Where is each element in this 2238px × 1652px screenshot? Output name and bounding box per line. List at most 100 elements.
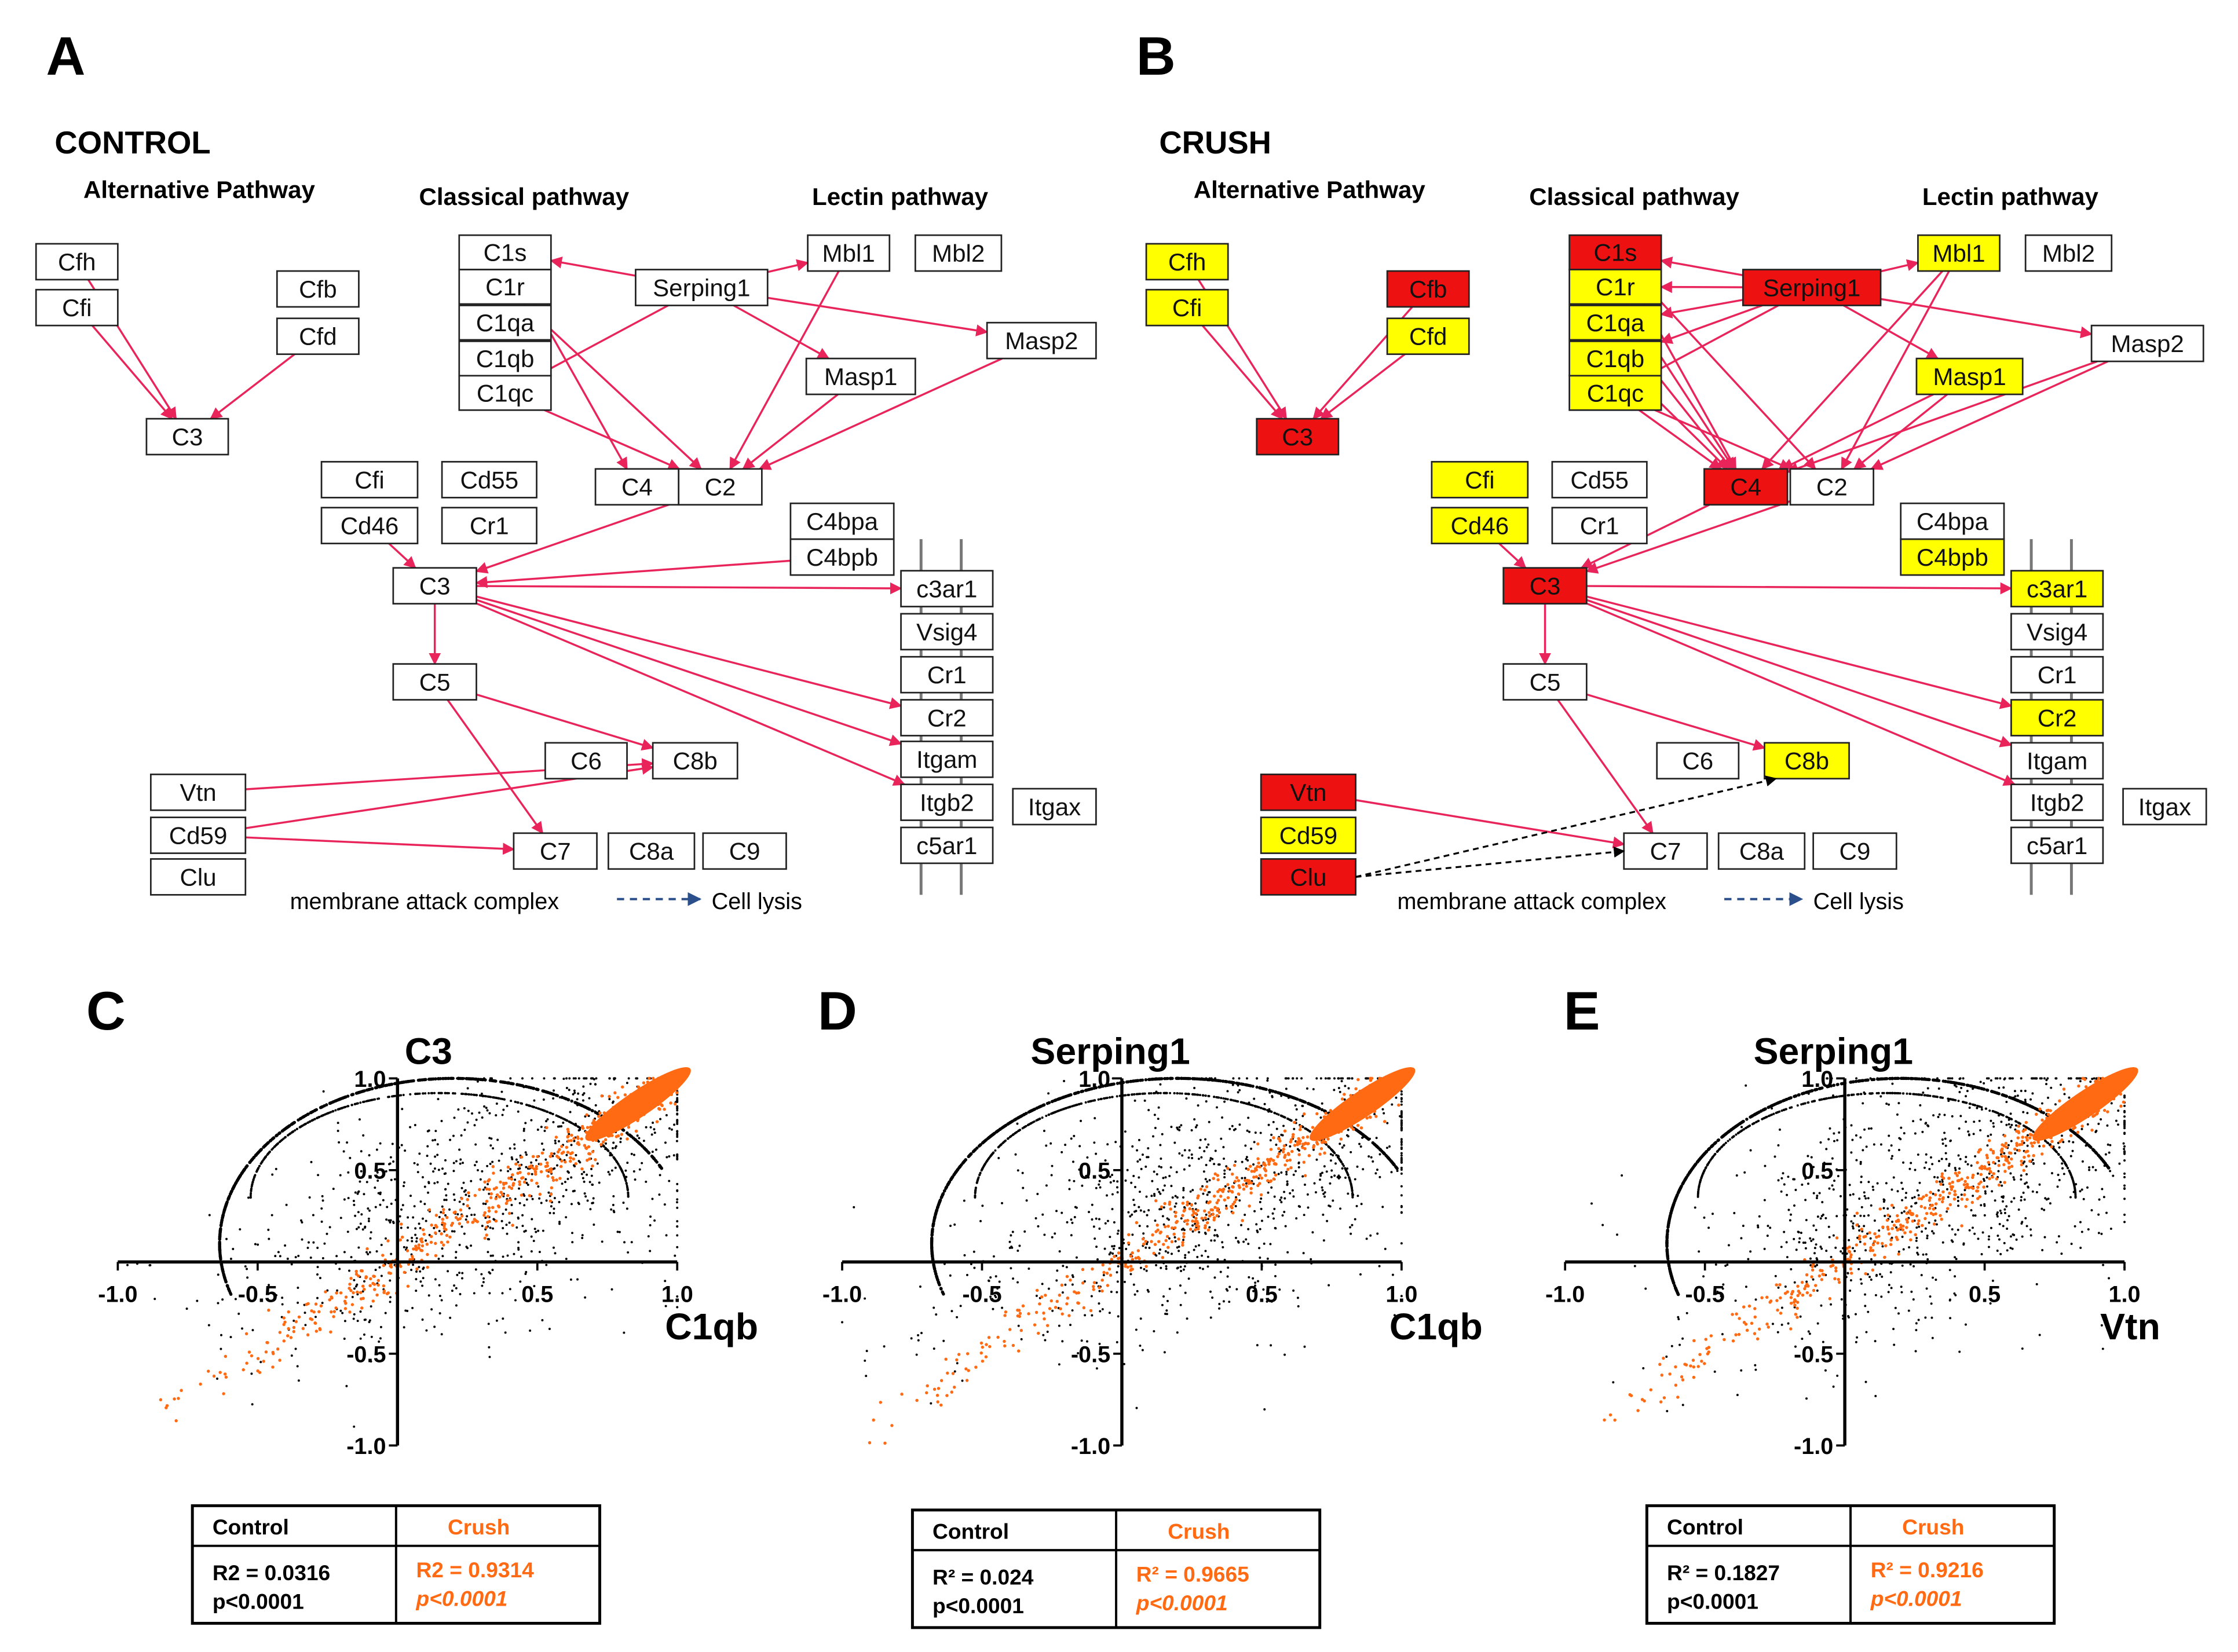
- control-point: [963, 1200, 966, 1202]
- control-point: [454, 1092, 456, 1094]
- crush-point: [484, 1237, 487, 1240]
- control-point: [196, 1300, 198, 1302]
- control-point: [1191, 1224, 1194, 1226]
- control-point: [1373, 1113, 1376, 1115]
- control-point: [476, 1119, 478, 1121]
- control-point: [390, 1253, 392, 1255]
- control-point: [1051, 1310, 1054, 1312]
- control-point: [1244, 1145, 1246, 1147]
- control-point: [1289, 1119, 1291, 1121]
- control-point: [1344, 1167, 1347, 1170]
- control-point: [1286, 1181, 1289, 1183]
- control-point: [284, 1127, 287, 1130]
- control-point: [490, 1255, 492, 1257]
- control-point: [438, 1216, 441, 1218]
- crush-point: [422, 1233, 425, 1236]
- control-point: [1372, 1160, 1374, 1163]
- control-point: [1400, 1158, 1403, 1160]
- control-point: [1146, 1225, 1149, 1228]
- control-point: [632, 1137, 635, 1140]
- control-point: [439, 1092, 441, 1094]
- control-point: [1260, 1208, 1263, 1210]
- crush-point: [511, 1173, 514, 1176]
- control-point: [1208, 1226, 1211, 1229]
- control-point: [509, 1168, 511, 1170]
- control-point: [1263, 1243, 1266, 1245]
- crush-point: [310, 1318, 313, 1321]
- control-point: [427, 1130, 429, 1133]
- control-point: [571, 1122, 573, 1124]
- control-point: [1360, 1145, 1362, 1148]
- control-point: [590, 1168, 593, 1170]
- b-node-label: Masp2: [2111, 330, 2184, 357]
- control-point: [643, 1140, 645, 1142]
- control-point: [525, 1153, 528, 1156]
- control-point: [1275, 1144, 1277, 1146]
- control-point: [1374, 1172, 1377, 1174]
- control-point: [1400, 1115, 1403, 1118]
- control-point: [266, 1153, 268, 1156]
- crush-point: [459, 1208, 462, 1211]
- control-point: [362, 1228, 364, 1230]
- control-point: [438, 1169, 440, 1171]
- control-point: [1333, 1152, 1336, 1154]
- a-edge-masp1-c2: [743, 394, 838, 469]
- control-point: [325, 1103, 328, 1106]
- control-point: [562, 1122, 564, 1124]
- control-point: [1142, 1153, 1144, 1156]
- control-point: [480, 1273, 482, 1276]
- control-point: [932, 1307, 935, 1309]
- control-point: [1099, 1310, 1101, 1313]
- control-point: [1181, 1093, 1183, 1095]
- a-node-cd59: Cd59: [151, 818, 245, 854]
- control-point: [1333, 1174, 1336, 1177]
- control-point: [415, 1278, 417, 1280]
- control-point: [389, 1163, 392, 1165]
- control-point: [628, 1077, 630, 1079]
- control-point: [1182, 1239, 1184, 1241]
- control-point: [309, 1196, 311, 1199]
- a-node-label: c3ar1: [916, 575, 977, 602]
- control-point: [1140, 1210, 1142, 1212]
- crush-point: [495, 1219, 498, 1222]
- control-point: [417, 1093, 419, 1095]
- b-node-c8b: C8b: [1764, 743, 1849, 779]
- crush-point: [283, 1321, 286, 1324]
- control-point: [1176, 1246, 1179, 1248]
- b-node-cfi: Cfi: [1146, 290, 1228, 325]
- control-point: [539, 1251, 541, 1253]
- a-node-label: C1s: [484, 239, 527, 266]
- control-point: [264, 1144, 266, 1147]
- crush-point: [245, 1332, 248, 1335]
- control-point: [1270, 1134, 1272, 1136]
- control-point: [390, 1156, 392, 1159]
- control-point: [1267, 1258, 1269, 1260]
- control-point: [506, 1105, 509, 1107]
- control-point: [402, 1080, 405, 1083]
- control-point: [1303, 1252, 1305, 1254]
- control-point: [988, 1158, 990, 1160]
- crush-point: [485, 1226, 488, 1229]
- control-point: [489, 1144, 492, 1146]
- control-point: [250, 1372, 253, 1375]
- control-point: [521, 1077, 524, 1079]
- control-point: [1263, 1408, 1266, 1411]
- control-point: [1114, 1141, 1117, 1143]
- control-point: [460, 1134, 463, 1137]
- control-point: [487, 1183, 489, 1185]
- control-point: [1249, 1104, 1252, 1106]
- a-node-label: Cfi: [62, 294, 92, 321]
- control-point: [997, 1157, 1000, 1159]
- control-point: [337, 1108, 339, 1111]
- control-point: [259, 1148, 262, 1151]
- control-point: [1162, 1177, 1164, 1179]
- control-point: [514, 1299, 517, 1302]
- control-point: [1202, 1094, 1205, 1097]
- control-point: [297, 1287, 299, 1289]
- control-point: [1341, 1167, 1344, 1170]
- crush-point: [580, 1137, 583, 1140]
- control-point: [1322, 1189, 1324, 1192]
- crush-point: [516, 1171, 519, 1174]
- control-point: [1193, 1087, 1195, 1089]
- control-point: [631, 1241, 633, 1243]
